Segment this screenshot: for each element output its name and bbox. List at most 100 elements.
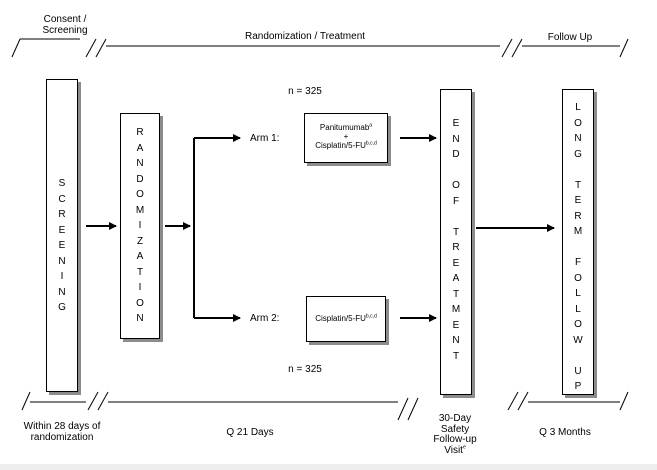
ltfu-letter: L [575, 102, 581, 113]
ltfu-letter: G [574, 148, 582, 160]
ltfu-letter: F [574, 257, 582, 268]
flow-arrows [86, 134, 555, 322]
eot-letter: E [452, 257, 460, 269]
arm1-count: n = 325 [288, 86, 322, 97]
randomization-box-text: R A N D O M I Z A T I O N [121, 125, 159, 327]
randomization-letter: O [136, 297, 144, 309]
ltfu-letter: L [575, 288, 581, 299]
ltfu-letter: O [574, 117, 582, 129]
arm1-drug1: Panitumumaba [305, 123, 387, 132]
ltfu-letter: L [575, 303, 581, 315]
arm1-treatment-box: Panitumumaba + Cisplatin/5-FUb,c,d [304, 113, 388, 163]
eot-letter: M [451, 304, 461, 315]
randomization-letter: N [136, 158, 144, 169]
screening-box-text: S C R E E N I N G [47, 176, 77, 316]
follow-up-label: Follow Up [547, 32, 593, 43]
eot-letter: A [452, 273, 460, 284]
eot-letter: T [452, 288, 460, 300]
arm2-label: Arm 2: [250, 313, 280, 324]
top-timeline [11, 38, 629, 58]
screening-box: S C R E E N I N G [46, 79, 78, 392]
within-label-line2: randomization [30, 432, 94, 443]
arm1-plus: + [343, 132, 349, 141]
ltfu-letter: M [573, 226, 583, 237]
consent-label-line1: Consent / [43, 14, 87, 25]
eot-letter: N [452, 133, 460, 145]
eot-letter [441, 163, 471, 179]
eot-letter [441, 209, 471, 225]
eot-letter: T [452, 226, 460, 238]
ltfu-letter: O [574, 272, 582, 284]
randomization-letter: Z [136, 235, 144, 247]
visit-line3: Follow-up [433, 434, 477, 445]
screening-letter: E [58, 224, 66, 236]
randomization-letter: I [138, 282, 142, 293]
eot-letter: O [452, 180, 460, 191]
screening-letter: E [58, 240, 66, 251]
screening-letter: C [58, 193, 66, 205]
arm2-drug-footnote: b,c,d [365, 313, 377, 320]
long-term-follow-up-text: L O N G T E R M F O L L O W U P [563, 100, 593, 395]
screening-letter: R [58, 209, 66, 220]
ltfu-letter [563, 162, 593, 178]
long-term-follow-up-box: L O N G T E R M F O L L O W U P [562, 89, 594, 395]
screening-letter: G [58, 302, 66, 313]
randomization-letter: R [136, 127, 144, 138]
visit-line2: Safety [440, 423, 470, 435]
eot-letter: N [452, 335, 460, 346]
randomization-letter: D [136, 173, 144, 185]
arm1-drug1-footnote: a [369, 122, 373, 129]
arm1-label: Arm 1: [250, 133, 280, 144]
bottom-timeline [21, 391, 629, 421]
screening-letter: N [58, 255, 66, 267]
ltfu-letter: W [573, 334, 583, 346]
screening-letter: N [58, 286, 66, 298]
within-28-days-label: Within 28 days of randomization [12, 421, 112, 443]
ltfu-letter [563, 348, 593, 364]
screening-letter: I [60, 271, 64, 282]
randomization-letter: O [136, 189, 144, 200]
consent-screening-label: Consent / Screening [30, 14, 100, 36]
ltfu-letter: U [574, 365, 582, 377]
eot-letter: D [452, 149, 460, 160]
ltfu-letter [563, 240, 593, 256]
arm2-drug-name: Cisplatin/5-FU [315, 314, 366, 323]
within-label-line1: Within 28 days of [23, 421, 101, 432]
safety-visit-label: 30-Day Safety Follow-up Visite [425, 413, 485, 457]
ltfu-letter: N [574, 133, 582, 144]
randomization-letter: M [135, 204, 145, 216]
q3-months-label: Q 3 Months [539, 427, 591, 438]
eot-letter: F [452, 195, 460, 207]
screening-letter: S [58, 178, 66, 189]
eot-letter: E [452, 118, 460, 129]
end-of-treatment-box: E N D O F T R E A T M E N T [440, 89, 472, 395]
randomization-letter: A [136, 142, 144, 154]
randomization-letter: N [136, 313, 144, 324]
ltfu-letter: P [574, 381, 582, 392]
page-bottom-strip [0, 464, 657, 470]
visit-line4: Visite [425, 444, 485, 457]
randomization-letter: T [136, 266, 144, 278]
eot-letter: R [452, 242, 460, 253]
arm2-drug: Cisplatin/5-FUb,c,d [307, 314, 385, 323]
arm2-count: n = 325 [288, 364, 322, 375]
ltfu-letter: E [574, 195, 582, 206]
arm1-drug2-name: Cisplatin/5-FU [315, 141, 366, 150]
ltfu-letter: O [574, 319, 582, 330]
ltfu-letter: T [574, 179, 582, 191]
end-of-treatment-text: E N D O F T R E A T M E N T [441, 116, 471, 364]
q21-days-label: Q 21 Days [226, 427, 274, 438]
eot-letter: E [452, 319, 460, 331]
randomization-box: R A N D O M I Z A T I O N [120, 113, 160, 339]
randomization-treatment-label: Randomization / Treatment [244, 31, 366, 42]
arm1-drug1-name: Panitumumab [319, 123, 370, 132]
arm2-treatment-box: Cisplatin/5-FUb,c,d [306, 296, 386, 342]
visit-line1: 30-Day [438, 413, 472, 424]
eot-letter: T [452, 350, 460, 362]
arm1-drug2: Cisplatin/5-FUb,c,d [305, 141, 387, 150]
visit-footnote: e [462, 444, 466, 451]
consent-label-line2: Screening [42, 25, 88, 36]
ltfu-letter: R [574, 210, 582, 222]
arm1-drug2-footnote: b,c,d [365, 140, 377, 147]
